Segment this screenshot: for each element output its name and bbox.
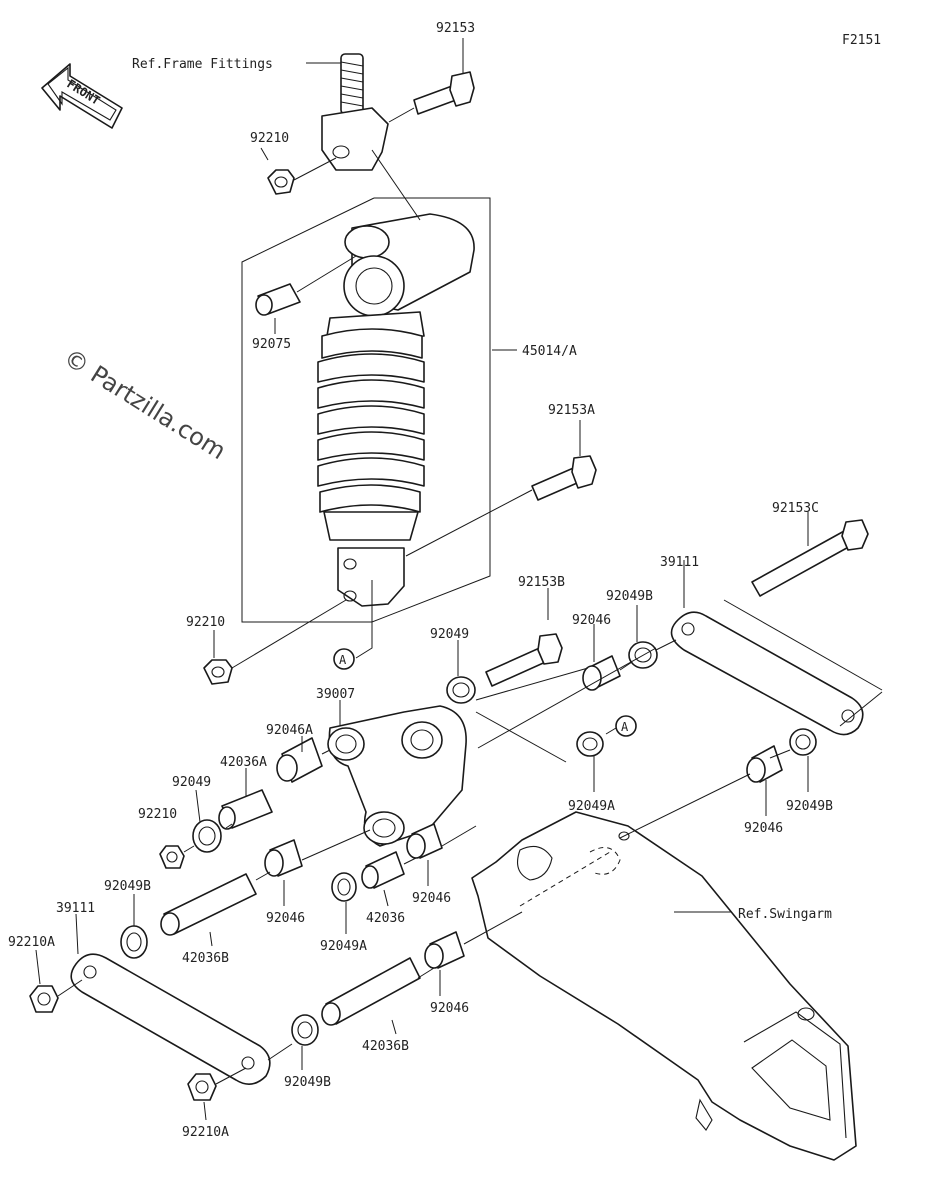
bolt-92153 bbox=[413, 71, 475, 115]
label-92049A-mid: 92049A bbox=[320, 939, 367, 954]
partzilla-watermark: © Partzilla.com bbox=[59, 343, 231, 465]
bolt-92153C bbox=[751, 519, 869, 597]
collar-92049B-bottom bbox=[291, 1014, 319, 1046]
label-39111-right: 39111 bbox=[660, 555, 699, 570]
label-92046-m2: 92046 bbox=[412, 891, 451, 906]
label-92153: 92153 bbox=[436, 21, 475, 36]
collar-42036 bbox=[361, 851, 405, 889]
label-92075: 92075 bbox=[252, 337, 291, 352]
collar-92049B-left bbox=[120, 925, 148, 959]
label-92046-right: 92046 bbox=[744, 821, 783, 836]
nut-92210A-left bbox=[29, 985, 59, 1013]
label-92210-top: 92210 bbox=[250, 131, 289, 146]
label-42036A: 42036A bbox=[220, 755, 267, 770]
label-92046A: 92046A bbox=[266, 723, 313, 738]
label-92049-left: 92049 bbox=[172, 775, 211, 790]
label-92046-m3: 92046 bbox=[430, 1001, 469, 1016]
label-92210A-bottom: 92210A bbox=[182, 1125, 229, 1140]
label-92049-top: 92049 bbox=[430, 627, 469, 642]
rocker-arm-39007 bbox=[327, 705, 467, 847]
label-92046-top: 92046 bbox=[572, 613, 611, 628]
bushing-92075 bbox=[255, 283, 301, 316]
swingarm bbox=[471, 811, 857, 1161]
leader-lines bbox=[35, 38, 883, 1121]
nut-92210-top bbox=[267, 169, 295, 195]
collar-92049-left bbox=[192, 819, 222, 853]
label-42036: 42036 bbox=[366, 911, 405, 926]
marker-a-text-2: A bbox=[621, 720, 629, 734]
marker-a-text-1: A bbox=[339, 653, 347, 667]
label-42036B-left: 42036B bbox=[182, 951, 229, 966]
circle-marker-a-1: A bbox=[333, 648, 355, 670]
collar-92049A-mid bbox=[331, 872, 357, 902]
frame-fitting-bracket bbox=[321, 53, 389, 171]
link-rod-39111-left bbox=[70, 953, 271, 1085]
shock-absorber bbox=[317, 213, 475, 607]
bearing-92046-m1 bbox=[264, 839, 303, 877]
bolt-92153B bbox=[485, 633, 563, 687]
collar-42036B-left bbox=[160, 873, 257, 936]
collar-42036B-mid bbox=[321, 957, 421, 1026]
label-92153C: 92153C bbox=[772, 501, 819, 516]
bearing-92046-m3 bbox=[424, 931, 465, 969]
circle-marker-a-2: A bbox=[615, 715, 637, 737]
bearing-92046-top bbox=[582, 655, 621, 691]
collar-92049-top bbox=[446, 676, 476, 704]
label-45014-a: 45014/A bbox=[522, 344, 577, 359]
label-92210A-left: 92210A bbox=[8, 935, 55, 950]
label-92153B: 92153B bbox=[518, 575, 565, 590]
label-39111-left: 39111 bbox=[56, 901, 95, 916]
link-rod-39111-right bbox=[670, 611, 864, 736]
front-arrow-icon: FRONT bbox=[41, 63, 123, 129]
label-92049B-bottom: 92049B bbox=[284, 1075, 331, 1090]
bearing-92046-m2 bbox=[406, 823, 443, 859]
label-92210-left: 92210 bbox=[138, 807, 177, 822]
ref-frame-fittings: Ref.Frame Fittings bbox=[132, 57, 273, 72]
label-92046-m1: 92046 bbox=[266, 911, 305, 926]
nut-92210-mid bbox=[203, 659, 233, 685]
nut-92210-left bbox=[159, 845, 185, 869]
label-92049A-right: 92049A bbox=[568, 799, 615, 814]
bolt-92153A bbox=[531, 455, 597, 501]
collar-92049A-right bbox=[576, 731, 604, 757]
bearing-92046-right bbox=[746, 745, 783, 783]
figure-code: F2151 bbox=[842, 33, 881, 48]
label-92049B-left: 92049B bbox=[104, 879, 151, 894]
collar-92049B-rr bbox=[789, 728, 817, 756]
nut-92210A-bottom bbox=[187, 1073, 217, 1101]
ref-swingarm: Ref.Swingarm bbox=[738, 907, 832, 922]
label-92210-mid: 92210 bbox=[186, 615, 225, 630]
label-92049B-right: 92049B bbox=[606, 589, 653, 604]
label-42036B-mid: 42036B bbox=[362, 1039, 409, 1054]
collar-42036A bbox=[218, 789, 273, 830]
label-92049B-rr: 92049B bbox=[786, 799, 833, 814]
label-39007: 39007 bbox=[316, 687, 355, 702]
bearing-92046A bbox=[276, 737, 323, 783]
label-92153A: 92153A bbox=[548, 403, 595, 418]
